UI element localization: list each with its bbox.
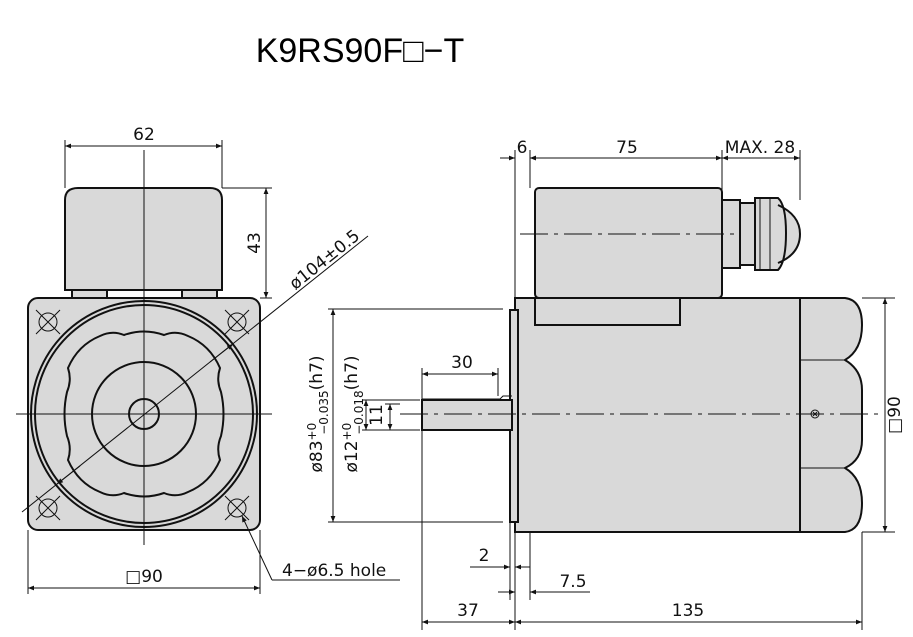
dim-43: 43 [245, 232, 265, 254]
dim-6: 6 [517, 138, 528, 158]
dim-75: 75 [616, 138, 638, 158]
dim-37: 37 [457, 601, 479, 621]
box-base [534, 297, 681, 326]
dim-max28: MAX. 28 [725, 138, 795, 158]
dim-pcd: ø104±0.5 [286, 226, 364, 294]
dim-11: 11 [367, 404, 387, 426]
dim-62: 62 [133, 125, 155, 145]
dim-7-5: 7.5 [559, 572, 586, 592]
dim-square-front: □90 [125, 567, 163, 587]
side-view: 6 75 MAX. 28 □90 ø83+0−0.035(h7) ø12+0−0… [305, 138, 905, 630]
model-title: K9RS90F□−T [256, 32, 465, 70]
housing-contour [63, 330, 225, 498]
mount-hole-icons [35, 309, 250, 521]
svg-text:ø12+0−0.018(h7): ø12+0−0.018(h7) [340, 355, 366, 472]
dim-30: 30 [451, 353, 473, 373]
rear-cover [799, 297, 864, 533]
dim-135: 135 [672, 601, 704, 621]
svg-text:ø83+0−0.035(h7): ø83+0−0.035(h7) [305, 355, 331, 472]
cable-gland [721, 197, 802, 271]
dim-square-side: □90 [885, 396, 905, 434]
dim-holes: 4−ø6.5 hole [282, 561, 386, 581]
dim-2: 2 [479, 546, 490, 566]
motor-body [514, 297, 803, 533]
shaft [421, 399, 513, 431]
dim-shaft: ø12+0−0.018(h7) [340, 355, 366, 472]
terminal-box-side [534, 187, 723, 299]
dim-pilot: ø83+0−0.035(h7) [305, 355, 331, 472]
